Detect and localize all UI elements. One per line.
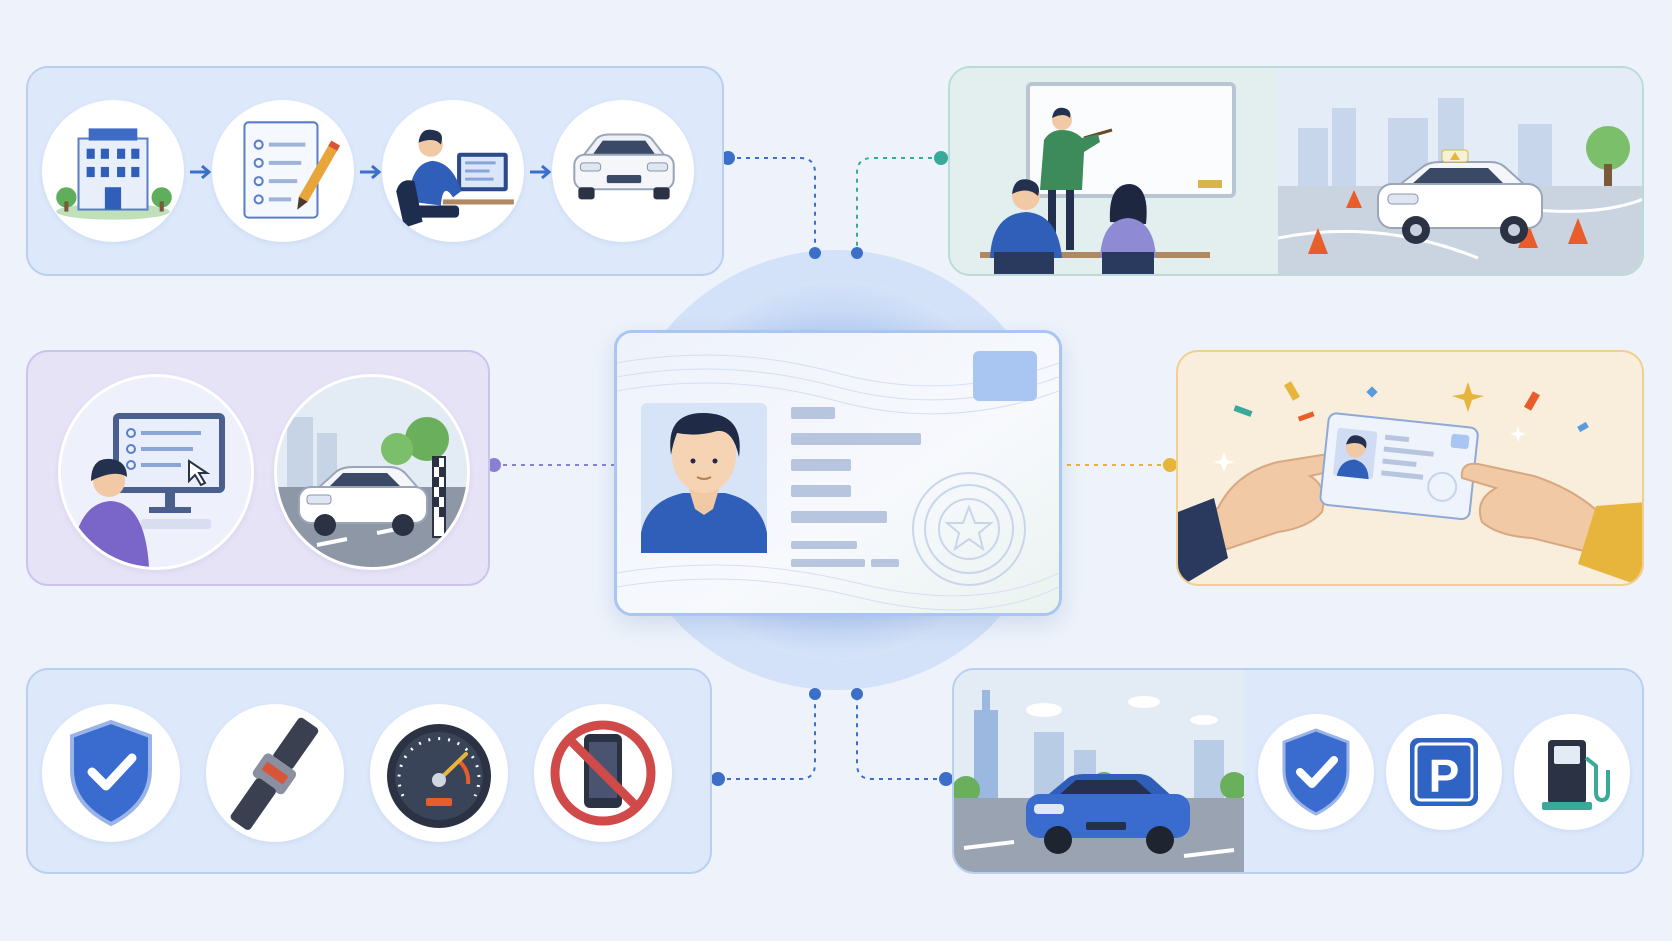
panel-testing bbox=[26, 350, 490, 586]
panel-application-steps bbox=[26, 66, 724, 276]
office-building-icon bbox=[42, 100, 184, 242]
seal-icon bbox=[912, 472, 1026, 586]
connector-node bbox=[1163, 458, 1177, 472]
connector-node bbox=[809, 688, 821, 700]
connector-node bbox=[851, 688, 863, 700]
hands-holding-license-icon bbox=[1178, 352, 1642, 584]
panel-safety-rules bbox=[26, 668, 712, 874]
arrow-right-icon bbox=[190, 164, 212, 180]
road-driving-test-icon bbox=[274, 374, 470, 570]
panel-everyday-driving: P bbox=[952, 668, 1644, 874]
connector-node bbox=[851, 247, 863, 259]
fuel-pump-icon bbox=[1514, 714, 1630, 830]
no-phone-icon bbox=[534, 704, 672, 842]
city-car-icon bbox=[954, 670, 1244, 872]
speedometer-icon bbox=[370, 704, 508, 842]
panel-training bbox=[948, 66, 1644, 276]
person-at-computer-icon bbox=[382, 100, 524, 242]
connector-node bbox=[711, 772, 725, 786]
driving-course-car-icon bbox=[1278, 68, 1642, 274]
shield-check-icon bbox=[42, 704, 180, 842]
shield-check-icon bbox=[1258, 714, 1374, 830]
seatbelt-icon bbox=[206, 704, 344, 842]
panel-license-handover bbox=[1176, 350, 1644, 586]
parking-letter: P bbox=[1429, 750, 1460, 802]
connector-node bbox=[934, 151, 948, 165]
form-checklist-icon bbox=[212, 100, 354, 242]
connector-node bbox=[809, 247, 821, 259]
confetti-icon bbox=[1213, 381, 1589, 472]
classroom-instructor-icon bbox=[950, 68, 1278, 274]
driver-license-card-icon bbox=[614, 330, 1062, 616]
online-theory-test-icon bbox=[58, 374, 254, 570]
car-icon bbox=[552, 100, 694, 242]
connector-node bbox=[939, 772, 953, 786]
arrow-right-icon bbox=[360, 164, 382, 180]
parking-icon: P bbox=[1386, 714, 1502, 830]
arrow-right-icon bbox=[530, 164, 552, 180]
